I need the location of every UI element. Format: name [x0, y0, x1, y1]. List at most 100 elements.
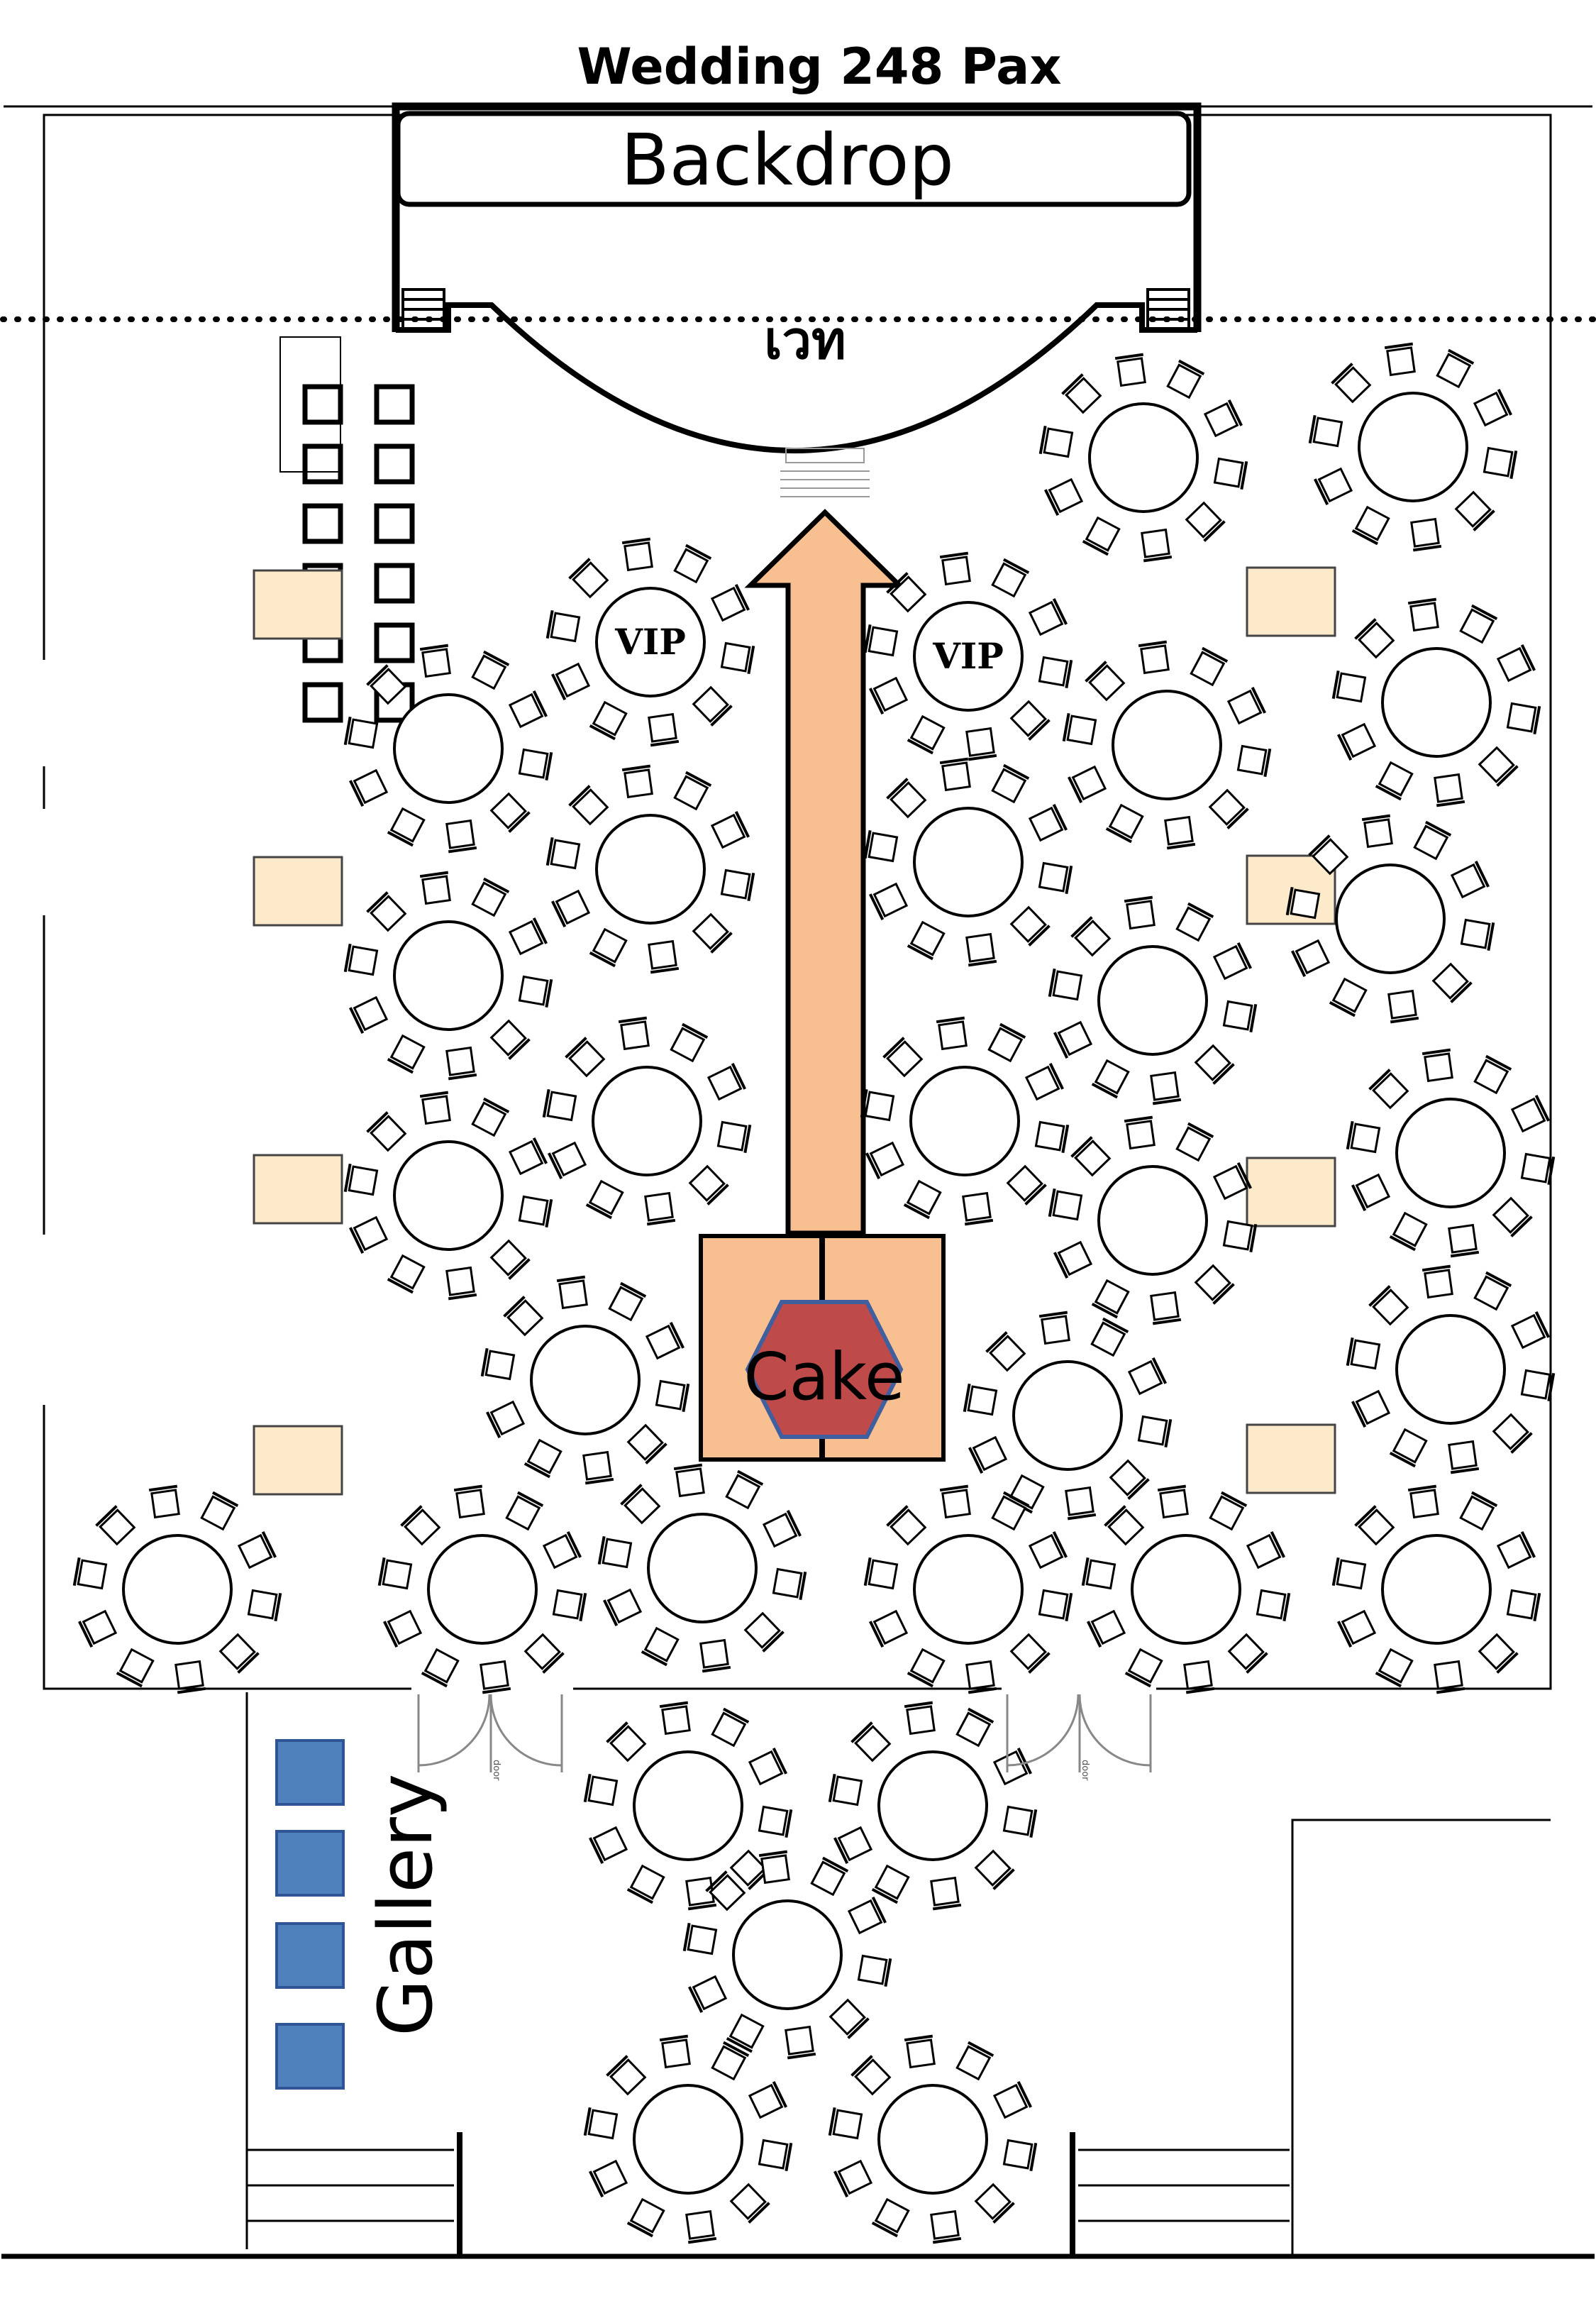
- door-right: door: [1006, 1694, 1152, 1781]
- chair: [508, 690, 548, 729]
- chair: [939, 1484, 971, 1519]
- side-box: [1246, 566, 1336, 637]
- guest-table: [863, 1484, 1073, 1694]
- chair: [847, 1897, 887, 1935]
- chair: [620, 1484, 661, 1525]
- chair: [1368, 1069, 1409, 1110]
- chair: [939, 757, 971, 792]
- chair: [589, 927, 628, 968]
- chair: [871, 1864, 910, 1904]
- chair: [869, 882, 909, 920]
- chair: [974, 1849, 1015, 1890]
- chair: [1337, 722, 1377, 761]
- chair-block: [302, 384, 415, 723]
- chair: [1070, 916, 1112, 957]
- chair: [366, 891, 407, 932]
- chair: [1473, 1054, 1512, 1095]
- chair: [725, 1469, 764, 1510]
- table-top: [732, 1899, 843, 2010]
- chair: [1387, 989, 1419, 1024]
- chair: [343, 716, 379, 749]
- chair: [991, 763, 1030, 804]
- chair: [1081, 1557, 1116, 1590]
- chair: [1448, 1223, 1480, 1258]
- chair: [1354, 1505, 1395, 1546]
- guest-chair: [374, 384, 415, 425]
- chair: [860, 1088, 895, 1122]
- guest-chair: [302, 503, 343, 544]
- chair: [863, 829, 899, 863]
- chair: [1496, 644, 1536, 683]
- chair: [518, 1195, 553, 1228]
- chair: [1492, 1196, 1533, 1237]
- chair: [720, 868, 755, 902]
- chair: [247, 1589, 282, 1622]
- chair: [218, 1633, 260, 1674]
- chair: [688, 1164, 729, 1206]
- chair: [1044, 478, 1084, 516]
- chair: [907, 1648, 946, 1688]
- chair: [1002, 1805, 1038, 1838]
- chair: [606, 1721, 647, 1762]
- chair: [685, 2210, 717, 2244]
- chair: [1212, 1162, 1252, 1201]
- chair: [621, 537, 653, 572]
- table-top: [1097, 1165, 1208, 1276]
- chair: [1375, 761, 1414, 801]
- chair: [659, 1701, 691, 1736]
- chair: [1038, 861, 1073, 895]
- chair: [1510, 1095, 1550, 1133]
- chair: [1368, 1285, 1409, 1326]
- chair: [518, 975, 553, 1008]
- chair: [1164, 815, 1196, 850]
- chair: [1104, 1505, 1145, 1546]
- chair: [699, 1638, 731, 1673]
- guest-table: [828, 2034, 1038, 2244]
- chair: [597, 1535, 633, 1569]
- guest-chair: [302, 384, 343, 425]
- chair: [1407, 1484, 1439, 1519]
- chair: [1454, 490, 1495, 531]
- table-top: [595, 587, 706, 697]
- chair: [1436, 348, 1475, 389]
- chair: [174, 1660, 206, 1694]
- chair: [387, 807, 426, 847]
- side-boxes: [253, 566, 1336, 1496]
- guest-table: [1346, 1048, 1556, 1258]
- chair: [963, 1383, 998, 1416]
- chair: [1124, 895, 1156, 930]
- table-top: [913, 1534, 1024, 1645]
- chair: [716, 1120, 752, 1154]
- chair: [1478, 746, 1519, 787]
- chair: [445, 819, 477, 854]
- chair: [758, 2139, 793, 2172]
- chair: [551, 889, 591, 927]
- chair: [907, 715, 946, 755]
- chair: [729, 2183, 770, 2224]
- guest-table: [343, 644, 553, 854]
- chair: [1473, 1271, 1512, 1311]
- chair: [705, 1870, 746, 1911]
- chair: [758, 1850, 790, 1885]
- guest-table: [860, 1016, 1070, 1226]
- guest-chair: [374, 443, 415, 485]
- chair: [1082, 516, 1121, 556]
- table-top: [913, 807, 1024, 917]
- chair: [1091, 1279, 1130, 1319]
- chair: [419, 871, 451, 905]
- chair: [1478, 1633, 1519, 1674]
- chair: [200, 1491, 239, 1531]
- chair: [1389, 1211, 1428, 1252]
- stair-right: [1070, 2132, 1290, 2255]
- chair: [673, 1463, 705, 1498]
- chair: [349, 768, 389, 807]
- chair: [552, 1589, 587, 1622]
- chair: [1459, 1491, 1498, 1531]
- chair: [710, 811, 750, 849]
- chair: [568, 785, 609, 826]
- chair: [833, 2159, 873, 2197]
- chair: [987, 1022, 1026, 1063]
- vip-table: VIP: [863, 551, 1073, 761]
- table-top: [393, 693, 504, 804]
